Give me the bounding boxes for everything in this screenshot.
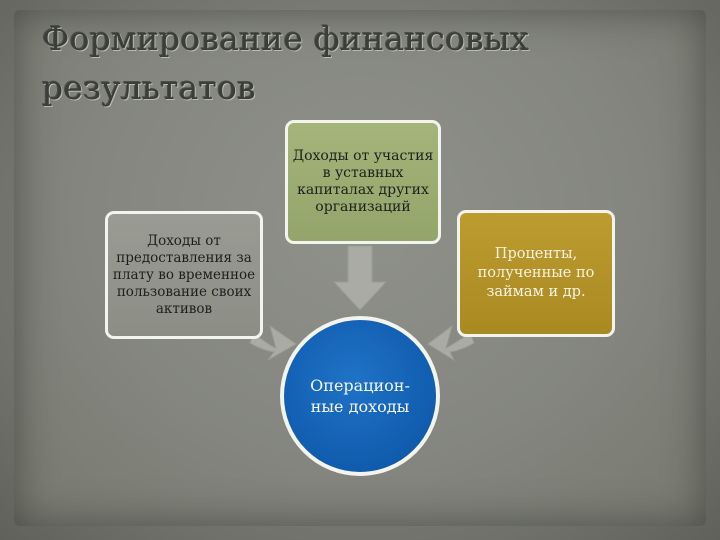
box-equity-participation-income-label: Доходы от участия в уставных капиталах д… xyxy=(292,148,434,215)
operating-income-label: Операцион-ные доходы xyxy=(310,376,410,416)
slide-title: Формирование финансовых результатов xyxy=(42,19,530,107)
box-interest-income-label: Проценты, полученные по займам и др. xyxy=(477,246,595,300)
box-interest-income: Проценты, полученные по займам и др. xyxy=(457,210,615,337)
arrow-down xyxy=(332,245,388,311)
box-asset-rental-income: Доходы от предоставления за плату во вре… xyxy=(105,211,263,339)
arrow-from-left xyxy=(249,324,297,361)
box-asset-rental-income-label: Доходы от предоставления за плату во вре… xyxy=(112,232,256,317)
box-equity-participation-income: Доходы от участия в уставных капиталах д… xyxy=(285,120,441,244)
arrow-from-right xyxy=(427,324,475,362)
operating-income-circle: Операцион-ные доходы xyxy=(280,316,440,476)
